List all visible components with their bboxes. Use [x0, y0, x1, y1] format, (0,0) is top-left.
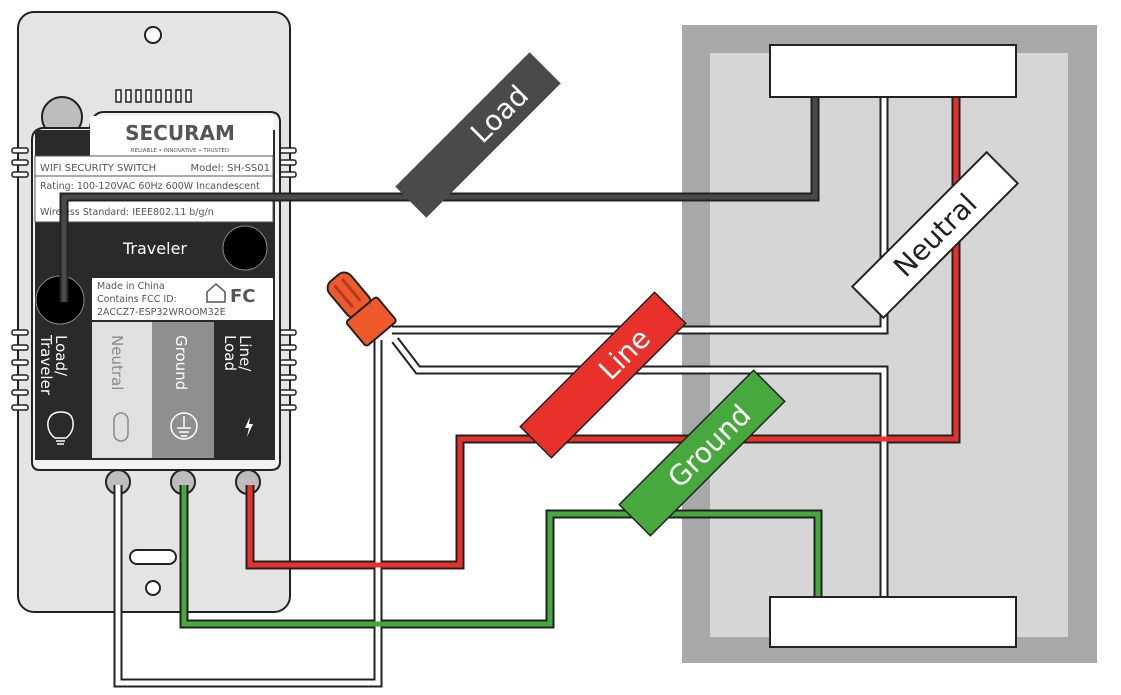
lightning-icon	[245, 417, 253, 437]
neutral-wire	[115, 97, 887, 686]
svg-text:Neutral: Neutral	[108, 335, 126, 390]
svg-text:Load: Load	[221, 335, 239, 371]
electrical-box-inner	[710, 53, 1068, 637]
svg-text:Traveler: Traveler	[37, 334, 55, 396]
svg-text:Ground: Ground	[172, 335, 190, 390]
box-terminal-top	[769, 44, 1017, 98]
brand-logo: SECURAM	[125, 121, 235, 145]
terminal-label-neutral: Neutral	[108, 335, 126, 390]
ground-icon	[170, 412, 198, 440]
box-terminal-bottom	[769, 596, 1017, 648]
smart-switch: SECURAM RELIABLE • INNOVATIVE • TRUSTED …	[11, 11, 297, 613]
house-icon	[206, 282, 226, 303]
traveler-port	[222, 225, 268, 271]
traveler-label: Traveler	[122, 239, 187, 258]
model-number: Model: SH-SS01	[191, 163, 270, 174]
wires	[59, 97, 961, 688]
wire-nut	[326, 271, 397, 347]
terminal-label-line-load: Line/ Load	[221, 335, 254, 372]
fcc-line-text: Contains FCC ID:	[97, 294, 177, 305]
neutral-slot-icon	[113, 412, 129, 442]
svg-text:Load/: Load/	[52, 335, 70, 377]
rating-text: Rating: 100-120VAC 60Hz 600W Incandescen…	[40, 181, 260, 192]
wireless-standard-text: Wireless Standard: IEEE802.11 b/g/n	[40, 207, 214, 218]
made-in-text: Made in China	[97, 281, 165, 292]
fcc-id-text: 2ACCZ7-ESP32WROOM32E	[97, 307, 226, 318]
line-wire	[247, 97, 959, 568]
terminal-label-load-traveler: Load/ Traveler	[37, 334, 70, 396]
bulb-icon	[47, 411, 74, 445]
svg-text:Line/: Line/	[236, 335, 254, 372]
fcc-logo: FC	[230, 286, 256, 307]
terminal-label-ground: Ground	[172, 335, 190, 390]
product-name: WIFI SECURITY SWITCH	[40, 163, 156, 174]
ground-wire	[181, 485, 821, 627]
line-label-banner: Line	[519, 291, 687, 459]
brand-tagline: RELIABLE • INNOVATIVE • TRUSTED	[131, 148, 229, 154]
